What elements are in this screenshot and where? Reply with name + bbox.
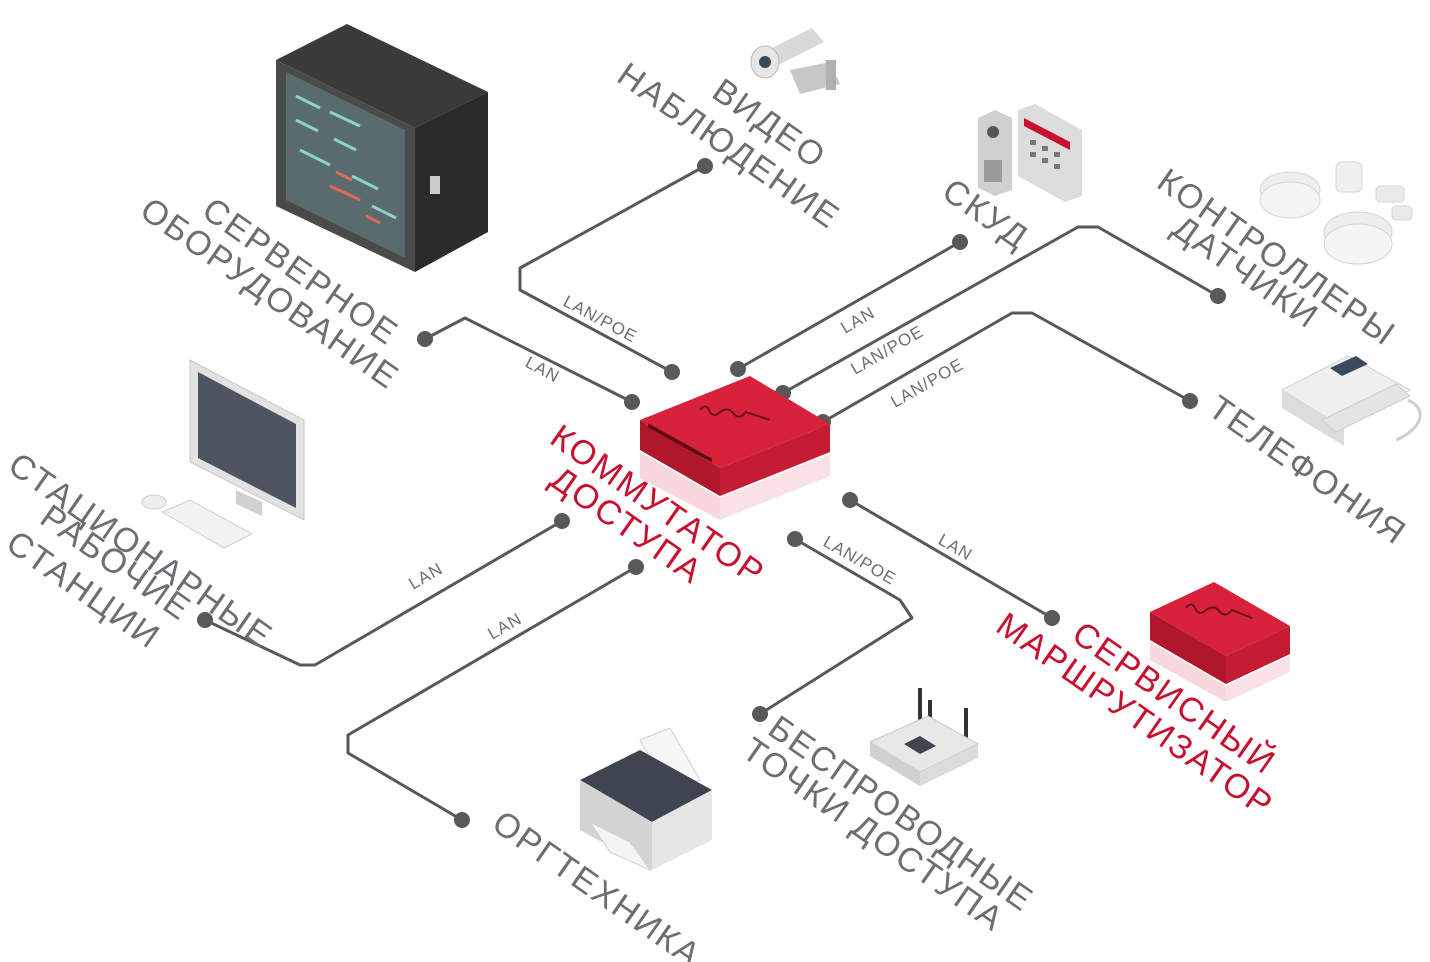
wire-sensors bbox=[781, 225, 1220, 395]
dot-router-end bbox=[1044, 610, 1060, 626]
dot-printer-end bbox=[454, 812, 470, 828]
printer-icon bbox=[580, 727, 712, 872]
dot-workstations-switch bbox=[554, 513, 570, 529]
wire-workstations bbox=[203, 519, 564, 667]
wire-phone bbox=[821, 311, 1192, 424]
service-router-device bbox=[1150, 582, 1290, 702]
wire-printer bbox=[346, 565, 638, 822]
server-rack-icon bbox=[276, 24, 488, 272]
link-label-printer: LAN bbox=[485, 609, 526, 643]
wifi-access-point-icon bbox=[868, 688, 980, 786]
wire-router bbox=[848, 498, 1054, 620]
wire-wifi bbox=[758, 537, 914, 716]
dot-phone-end bbox=[1182, 393, 1198, 409]
phone-icon bbox=[1280, 355, 1422, 446]
sensors-icon bbox=[1259, 161, 1413, 265]
desktop-computer-icon bbox=[141, 359, 305, 549]
wire-server bbox=[423, 316, 634, 404]
dot-printer-switch bbox=[628, 559, 644, 575]
access-switch-device bbox=[640, 376, 830, 520]
dot-wifi-switch bbox=[787, 531, 803, 547]
wires bbox=[203, 164, 1220, 822]
dot-video-switch bbox=[664, 364, 680, 380]
camera-icon bbox=[750, 28, 840, 94]
dot-server-switch bbox=[624, 394, 640, 410]
dot-workstations-end bbox=[197, 612, 213, 628]
dot-video-end bbox=[697, 158, 713, 174]
wire-video bbox=[518, 164, 707, 374]
connector-dots bbox=[197, 158, 1226, 828]
link-label-server: LAN bbox=[522, 353, 563, 387]
dot-access-switch bbox=[730, 361, 746, 377]
wire-access bbox=[736, 240, 962, 371]
dot-access-end bbox=[952, 234, 968, 250]
dot-router-switch bbox=[842, 492, 858, 508]
link-label-workstations: LAN bbox=[406, 559, 447, 593]
link-label-router: LAN bbox=[935, 530, 976, 564]
dot-wifi-end bbox=[752, 706, 768, 722]
access-control-icon bbox=[978, 104, 1082, 202]
dot-server-end bbox=[417, 331, 433, 347]
dot-sensors-end bbox=[1210, 288, 1226, 304]
